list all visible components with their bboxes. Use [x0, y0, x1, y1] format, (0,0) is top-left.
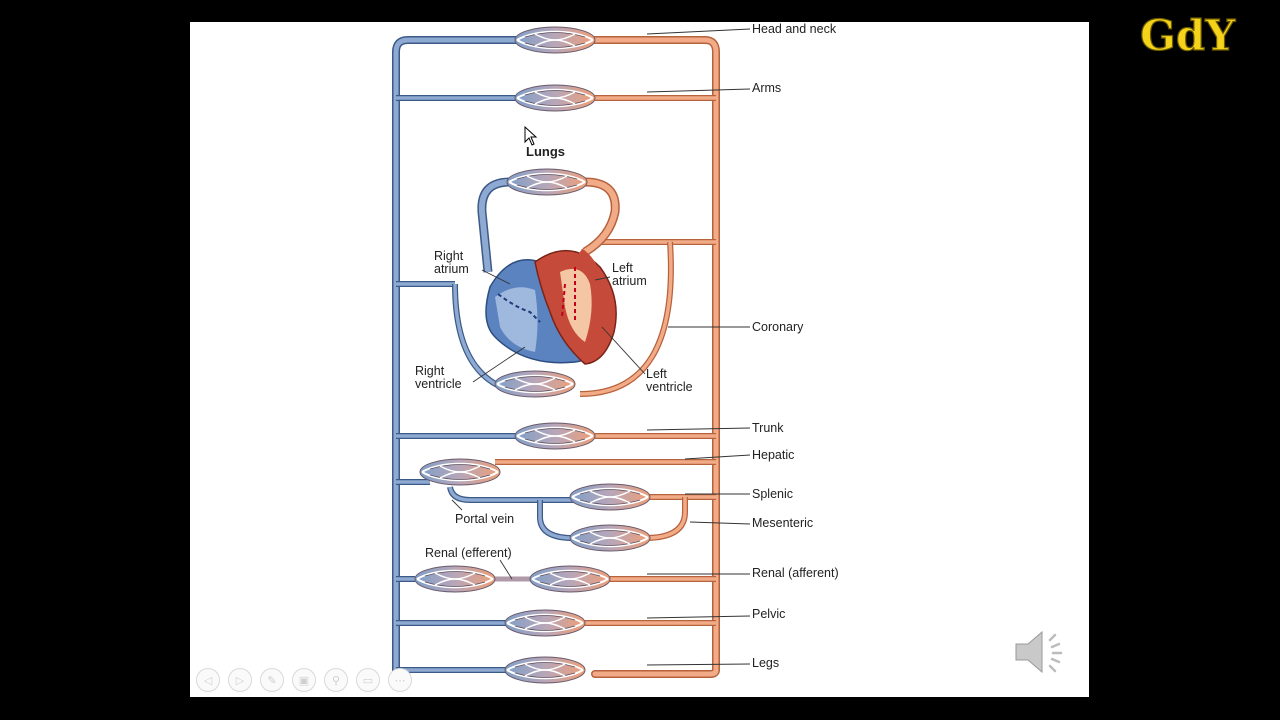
organ-label-pelvic: Pelvic — [752, 607, 785, 621]
left-ventricle-label: Left ventricle — [646, 367, 693, 394]
prev-icon[interactable]: ◁ — [196, 668, 220, 692]
zoom-icon[interactable]: ⚲ — [324, 668, 348, 692]
organ-label-splenic: Splenic — [752, 487, 793, 501]
portal-vein-label: Portal vein — [455, 512, 514, 526]
slide: Lungs Right atrium Left atrium Right ven… — [190, 22, 1089, 697]
branch-lines — [396, 95, 716, 673]
right-atrium-label: Right atrium — [434, 249, 469, 276]
lungs-label: Lungs — [526, 144, 565, 159]
speaker-icon[interactable] — [1012, 622, 1076, 682]
more-icon[interactable]: ⋯ — [388, 668, 412, 692]
venous-trunk — [392, 36, 524, 676]
organ-label-hepatic: Hepatic — [752, 448, 794, 462]
next-icon[interactable]: ▷ — [228, 668, 252, 692]
right-ventricle-label: Right ventricle — [415, 364, 462, 391]
left-atrium-label: Left atrium — [612, 261, 647, 288]
mouse-cursor-icon — [524, 126, 538, 146]
heart — [485, 248, 617, 365]
subtitle-icon[interactable]: ▭ — [356, 668, 380, 692]
slideshow-toolbar: ◁ ▷ ✎ ▣ ⚲ ▭ ⋯ — [196, 668, 412, 694]
organ-label-trunk: Trunk — [752, 421, 784, 435]
leader-lines — [451, 28, 751, 666]
slides-icon[interactable]: ▣ — [292, 668, 316, 692]
circulatory-diagram: Lungs Right atrium Left atrium Right ven… — [392, 22, 839, 684]
renal-efferent-label: Renal (efferent) — [425, 546, 512, 560]
pen-icon[interactable]: ✎ — [260, 668, 284, 692]
channel-logo: GdY — [1139, 10, 1236, 58]
arterial-trunk — [591, 36, 720, 678]
svg-text:GdY: GdY — [1140, 11, 1236, 58]
organ-label-legs: Legs — [752, 656, 779, 670]
organ-label-coronary: Coronary — [752, 320, 804, 334]
organ-label-arms: Arms — [752, 81, 781, 95]
organ-label-renal-afferent: Renal (afferent) — [752, 566, 839, 580]
organ-label-head-and-neck: Head and neck — [752, 22, 837, 36]
organ-label-mesenteric: Mesenteric — [752, 516, 813, 530]
